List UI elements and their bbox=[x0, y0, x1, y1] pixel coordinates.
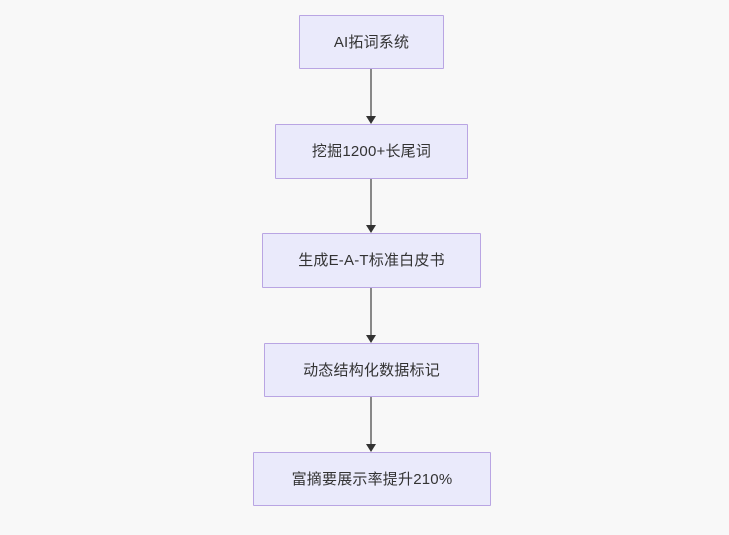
connector-arrow-2 bbox=[364, 179, 378, 233]
flow-node-label: 富摘要展示率提升210% bbox=[291, 470, 453, 488]
arrowhead-icon bbox=[366, 335, 376, 343]
connector-line bbox=[370, 288, 372, 336]
connector-line bbox=[370, 397, 372, 445]
connector-line bbox=[370, 179, 372, 226]
connector-arrow-3 bbox=[364, 288, 378, 343]
arrowhead-icon bbox=[366, 444, 376, 452]
flow-node-label: 动态结构化数据标记 bbox=[303, 361, 440, 379]
flow-node-4[interactable]: 动态结构化数据标记 bbox=[264, 343, 479, 397]
connector-arrow-1 bbox=[364, 69, 378, 124]
flow-node-label: 挖掘1200+长尾词 bbox=[311, 143, 432, 160]
connector-line bbox=[370, 69, 372, 117]
flow-node-3[interactable]: 生成E-A-T标准白皮书 bbox=[262, 233, 481, 288]
arrowhead-icon bbox=[366, 116, 376, 124]
arrowhead-icon bbox=[366, 225, 376, 233]
flow-node-5[interactable]: 富摘要展示率提升210% bbox=[253, 452, 491, 506]
flow-node-label: 生成E-A-T标准白皮书 bbox=[298, 252, 445, 269]
flow-node-2[interactable]: 挖掘1200+长尾词 bbox=[275, 124, 468, 179]
connector-arrow-4 bbox=[364, 397, 378, 452]
flow-node-1[interactable]: AI拓词系统 bbox=[299, 15, 444, 69]
flow-node-label: AI拓词系统 bbox=[333, 33, 410, 51]
